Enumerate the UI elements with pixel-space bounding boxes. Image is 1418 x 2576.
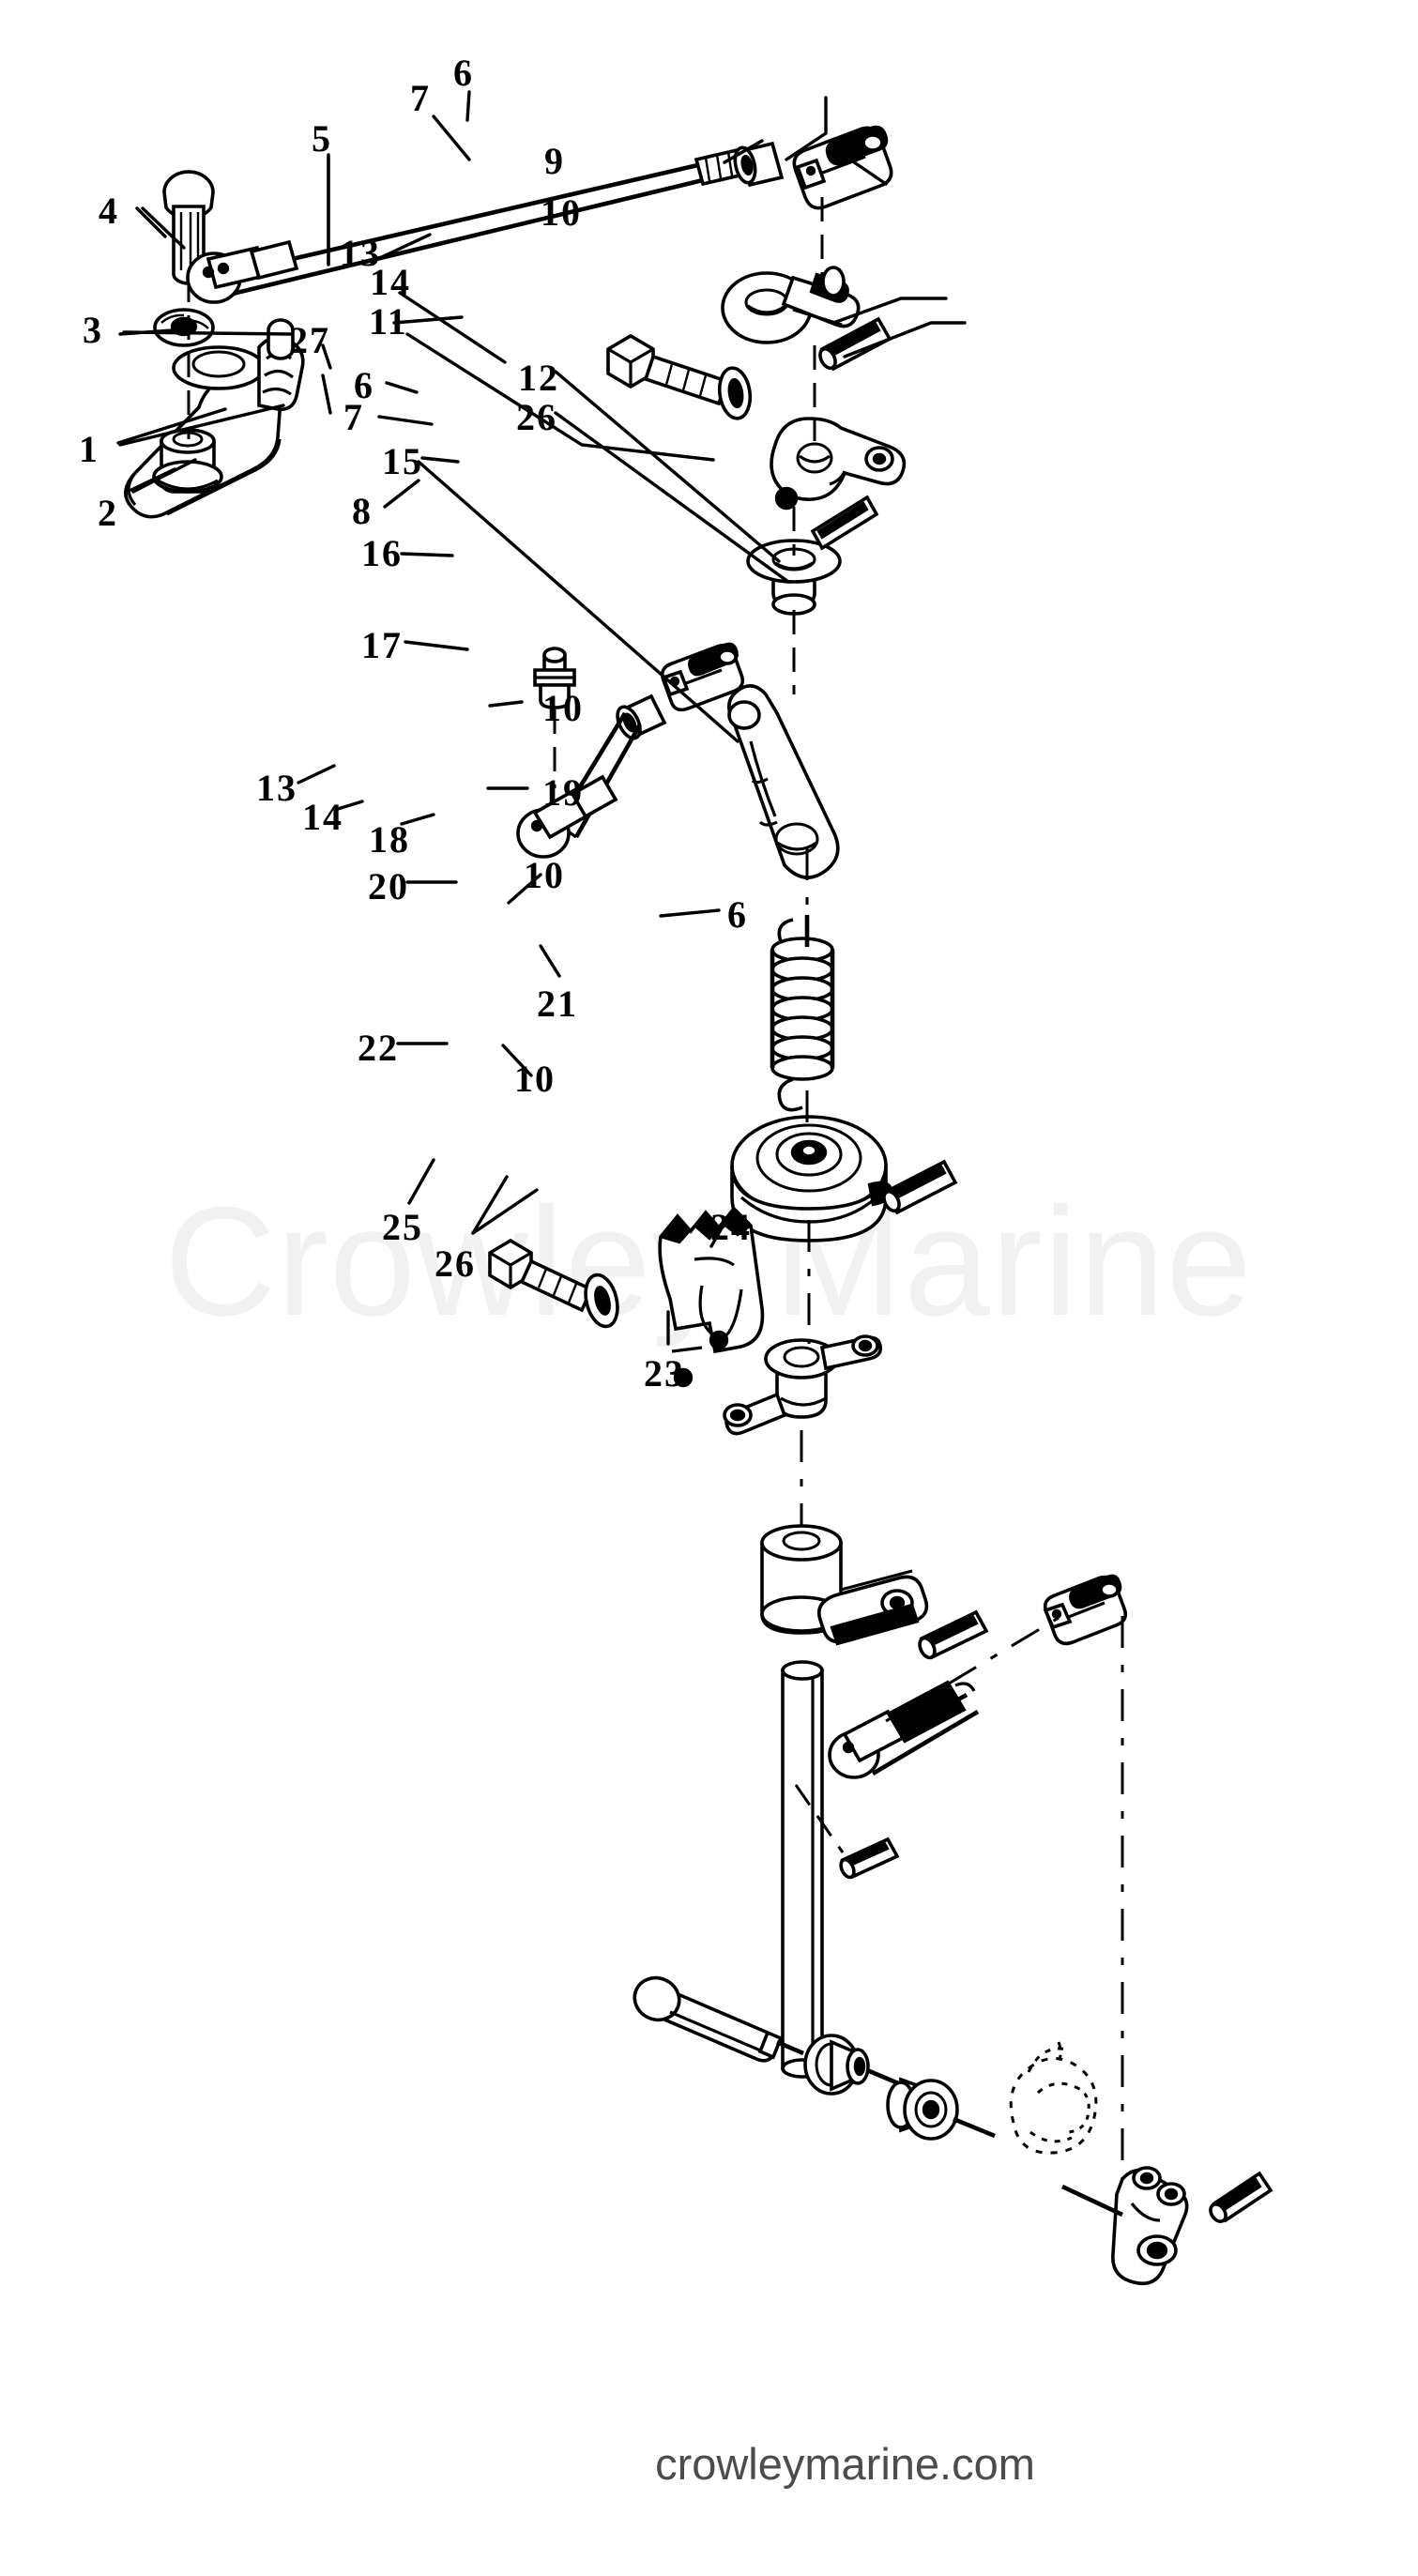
- callout-19: 19: [542, 771, 584, 814]
- part-18-cam-bracket: [658, 1206, 765, 1388]
- callout-14-lower: 14: [302, 796, 343, 838]
- part-7-jam-nut-upper: [733, 141, 785, 188]
- callout-24: 24: [710, 1206, 752, 1248]
- part-19-shift-lever: [723, 1334, 883, 1436]
- part-20-shaft-collar: [760, 1524, 929, 1646]
- callout-11: 11: [369, 300, 408, 343]
- callout-6-upper: 6: [453, 52, 474, 94]
- part-26-bushing-a: [803, 2034, 904, 2096]
- leader-lines-detail: [116, 156, 330, 492]
- callout-26-lower: 26: [435, 1242, 476, 1285]
- footer-url: crowleymarine.com: [0, 2438, 1418, 2490]
- callout-15: 15: [382, 440, 423, 482]
- callout-16: 16: [361, 532, 403, 574]
- part-10-roll-pin-shaft: [839, 1837, 900, 1880]
- callout-22: 22: [358, 1027, 399, 1069]
- callout-9: 9: [544, 140, 565, 182]
- callout-13-upper: 13: [340, 232, 381, 274]
- callout-6-mid: 6: [354, 364, 374, 406]
- callout-25: 25: [382, 1206, 423, 1248]
- callout-4: 4: [99, 190, 119, 232]
- callout-3: 3: [83, 309, 103, 351]
- callout-1: 1: [79, 428, 99, 470]
- callout-8: 8: [352, 490, 373, 532]
- part-8-short-link-rod: [516, 711, 643, 859]
- part-25-shift-handle-shaft: [633, 1975, 804, 2063]
- callout-7-mid: 7: [343, 396, 364, 438]
- callout-14-upper: 14: [370, 261, 411, 303]
- part-16-extension-spring: [770, 915, 835, 1112]
- part-14-flat-washer-lower: [584, 1273, 619, 1329]
- part-17-throttle-cam: [730, 1115, 893, 1242]
- part-14-flat-washer-upper: [717, 366, 753, 420]
- part-23-lower-shift-lever: [1061, 2166, 1189, 2286]
- part-6-ball-socket-lower: [1043, 1574, 1128, 1646]
- part-22-shift-shaft: [781, 1660, 824, 2079]
- callout-10-shaft: 10: [514, 1058, 556, 1100]
- callout-6-lower: 6: [727, 893, 748, 936]
- part-27-grease-fitting: [533, 647, 576, 709]
- part-24-roll-pin-lower: [1209, 2171, 1273, 2223]
- part-3-washer: [153, 308, 215, 347]
- callout-13-lower: 13: [256, 767, 297, 809]
- part-13-hex-bolt-upper: [606, 333, 729, 406]
- callout-18: 18: [369, 818, 410, 861]
- callout-27: 27: [289, 319, 330, 361]
- part-11-cam-follower-arm: [770, 417, 907, 511]
- part-26-pin-upper: [810, 495, 879, 551]
- part-12-pivot-bushing: [746, 539, 842, 616]
- callout-23: 23: [644, 1352, 685, 1395]
- callout-2: 2: [98, 492, 118, 534]
- part-15-bell-crank-arm: [727, 684, 840, 879]
- callout-17: 17: [361, 624, 403, 666]
- part-9-throttle-lever: [721, 266, 861, 344]
- part-5-long-link-rod: [186, 145, 755, 304]
- part-10-roll-pin-cam: [882, 1159, 958, 1215]
- part-13-hex-bolt-lower: [488, 1238, 594, 1313]
- callout-10-upper: 10: [541, 191, 582, 234]
- callout-10-cam: 10: [542, 687, 584, 729]
- part-21-link-rod: [828, 1680, 980, 1779]
- part-26-bushing-b: [886, 2077, 996, 2141]
- footer-url-text: crowleymarine.com: [655, 2439, 1035, 2489]
- axis-21-6: [885, 1616, 1060, 1723]
- part-10-roll-pin-collar: [918, 1609, 989, 1660]
- callout-5: 5: [312, 117, 332, 160]
- callout-10-collar: 10: [524, 854, 565, 896]
- axis-22-pin: [794, 1784, 845, 1853]
- part-6-ball-socket-upper: [792, 125, 893, 210]
- callout-20: 20: [368, 865, 409, 907]
- callout-12: 12: [518, 357, 559, 399]
- phantom-housing-outline: [1009, 2041, 1098, 2155]
- callout-26-upper: 26: [516, 396, 557, 438]
- callout-21: 21: [537, 983, 578, 1025]
- callout-7-upper: 7: [410, 77, 431, 119]
